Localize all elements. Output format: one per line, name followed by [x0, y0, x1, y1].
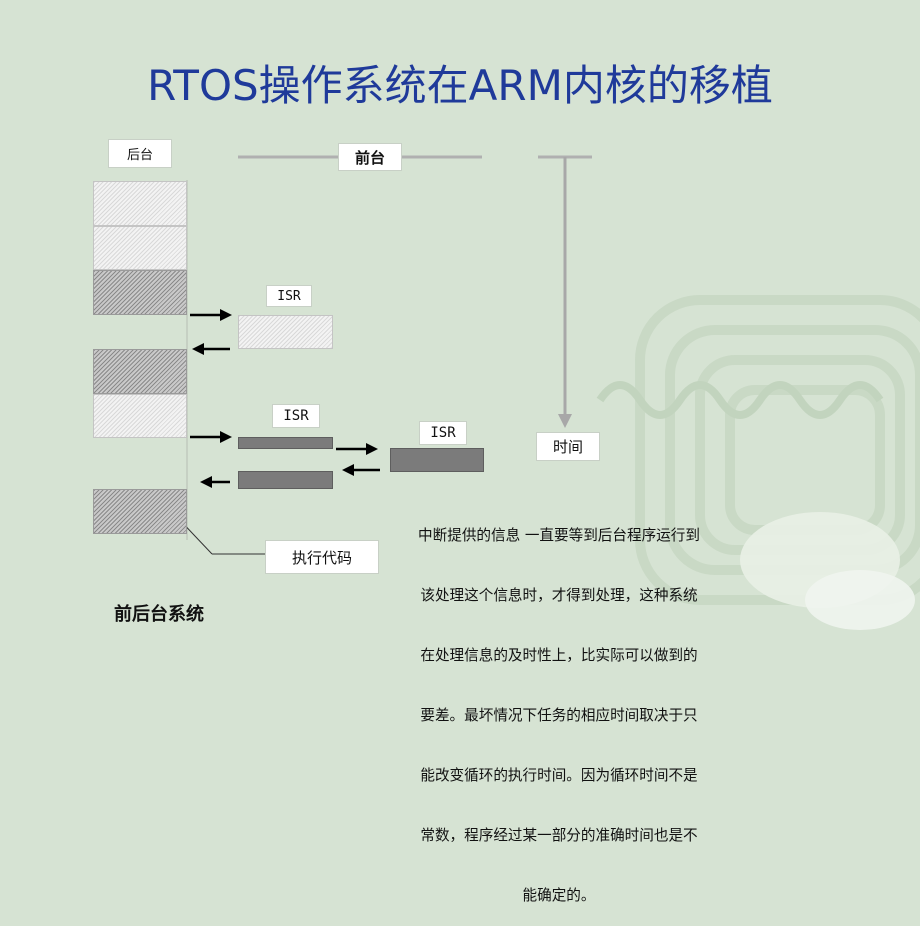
background-ornament: [596, 295, 920, 630]
time-axis-arrowhead: [558, 414, 572, 428]
arrow-from-isr-1: [192, 343, 230, 355]
arrow-to-isr-1: [190, 309, 232, 321]
isr-label-2: ISR: [272, 404, 320, 428]
background-task-block-3: [93, 270, 187, 315]
background-task-block-4: [93, 349, 187, 394]
isr-block-3: [390, 448, 484, 472]
description-line: 中断提供的信息 一直要等到后台程序运行到: [418, 527, 700, 544]
arrow-to-isr-3: [336, 443, 378, 455]
isr-block-2-top: [238, 437, 333, 449]
background-task-block-2: [93, 226, 187, 270]
isr-label-3: ISR: [419, 421, 467, 445]
description-line: 能改变循环的执行时间。因为循环时间不是: [420, 767, 698, 784]
background-task-block-1: [93, 181, 187, 226]
diagram-caption: 前后台系统: [114, 604, 204, 625]
background-label: 后台: [108, 139, 172, 168]
isr-label-1: ISR: [266, 285, 312, 307]
background-task-block-5: [93, 394, 187, 438]
isr-block-1: [238, 315, 333, 349]
time-label: 时间: [536, 432, 600, 461]
isr-block-2-bottom: [238, 471, 333, 489]
description-line: 该处理这个信息时，才得到处理，这种系统: [420, 587, 698, 604]
slide-title: RTOS操作系统在ARM内核的移植: [147, 61, 773, 110]
exec-code-label: 执行代码: [265, 540, 379, 574]
background-task-block-6: [93, 489, 187, 534]
foreground-background-diagram: [172, 155, 592, 555]
description-line: 要差。最坏情况下任务的相应时间取决于只: [420, 707, 698, 724]
description-line: 能确定的。: [522, 887, 596, 904]
description-text: 中断提供的信息 一直要等到后台程序运行到 该处理这个信息时，才得到处理，这种系统…: [366, 486, 752, 926]
arrow-from-isr-3: [342, 464, 380, 476]
arrow-from-isr-2: [200, 476, 230, 488]
arrow-to-isr-2: [190, 431, 232, 443]
description-line: 常数，程序经过某一部分的准确时间也是不: [420, 827, 698, 844]
foreground-label: 前台: [338, 143, 402, 171]
description-line: 在处理信息的及时性上，比实际可以做到的: [420, 647, 698, 664]
